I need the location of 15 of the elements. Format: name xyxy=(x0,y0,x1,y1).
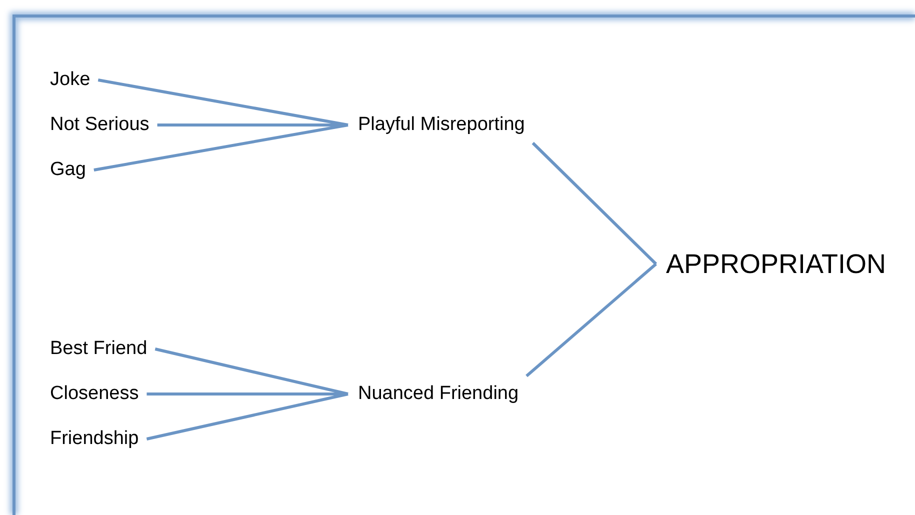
connector-line xyxy=(532,142,658,266)
node-label: Closeness xyxy=(50,382,139,406)
node-label: Gag xyxy=(50,158,86,182)
node-label: Playful Misreporting xyxy=(358,113,525,137)
node-label: Joke xyxy=(50,68,90,92)
node-label: Best Friend xyxy=(50,337,148,361)
node-label: Nuanced Friending xyxy=(358,382,519,406)
node-label: APPROPRIATION xyxy=(666,248,886,280)
connector-line xyxy=(98,78,348,126)
connector-line xyxy=(154,348,348,396)
connector-line xyxy=(146,392,348,440)
node-label: Not Serious xyxy=(50,113,150,137)
node-label: Friendship xyxy=(50,427,139,451)
connector-line xyxy=(94,124,348,172)
connector-line xyxy=(526,262,657,378)
